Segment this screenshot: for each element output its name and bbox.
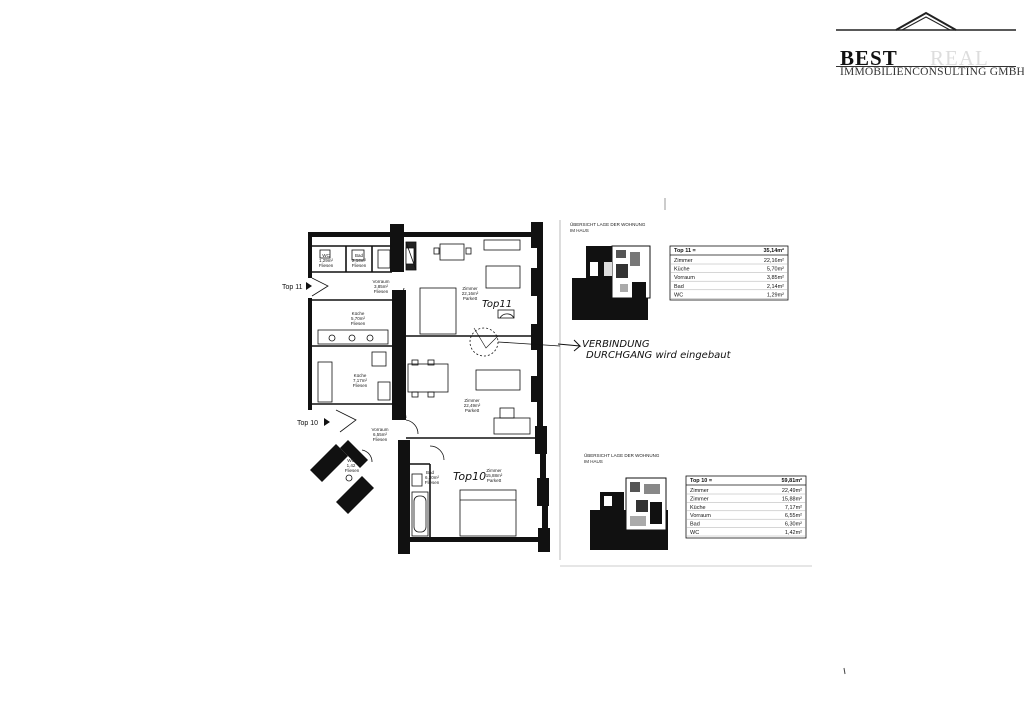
annotation-verbindung: VERBINDUNG [582,339,650,350]
room-area: 6,55m² [373,432,388,437]
room-area: 7,17m² [353,378,368,383]
room-name: Bad [355,253,364,258]
room-floor: Fliesen [351,321,366,326]
table-cell-value: 22,49m² [782,488,802,494]
company-logo: BEST REAL IMMOBILIENCONSULTING GMBH [836,10,1024,80]
room-area: 15,88m² [486,473,503,478]
table-cell-label: Zimmer [674,258,693,264]
room-name: Zimmer [486,468,502,473]
table-header-label: Top 10 = [690,478,712,484]
table-cell-label: Bad [674,284,684,290]
table-cell-label: Küche [690,505,706,511]
interior-partitions [312,245,535,537]
room-area: 6,30m² [425,475,440,480]
annotation-arrow-icon [557,339,582,347]
room-area: 22,49m² [464,403,481,408]
room-floor: Parkett [465,408,480,413]
table-header-value: 59,81m² [782,477,803,484]
room-floor: Fliesen [352,263,367,268]
table-header-label: Top 11 = [674,248,696,254]
furniture [317,239,561,537]
room-area: 2,14m² [352,258,367,263]
table-row: Vorraum 3,85m² [670,275,788,282]
room-floor: Fliesen [425,480,440,485]
unit-label-top10: Top 10 [297,420,318,427]
room-floor: Fliesen [319,263,334,268]
overview-top10: ÜBERSICHT LAGE DER WOHNUNG IM HAUS Top 1… [584,452,807,550]
entry-arrow-icon [306,282,312,290]
table-row: Küche 7,17m² [686,505,806,511]
building-key-plan-top10 [590,477,668,550]
handwritten-label-top11: Top11 [482,299,512,310]
building-key-plan-top11 [572,245,651,320]
table-cell-label: Zimmer [690,488,709,494]
overview-title: ÜBERSICHT LAGE DER WOHNUNG [570,221,646,227]
table-cell-value: 6,55m² [785,513,802,519]
table-cell-label: Zimmer [690,496,709,502]
unit-entry-markers [306,282,582,426]
room-name: Vorraum [371,427,388,432]
table-cell-value: 2,14m² [767,284,784,290]
table-row: Zimmer 22,16m² [670,258,788,265]
room-name: WC [322,253,330,258]
exterior-walls [308,222,550,554]
table-row: Bad 6,30m² [686,522,806,528]
room-area: 1,29m² [319,258,334,263]
stray-mark [843,667,846,675]
table-cell-value: 1,29m² [767,292,784,298]
handwritten-label-top10: Top10 [453,470,486,483]
table-cell-value: 7,17m² [785,505,802,511]
table-row: Küche 5,70m² [670,267,788,273]
room-floor: Parkett [487,478,502,483]
table-row: Vorraum 6,55m² [686,513,806,520]
room-floor: Fliesen [374,289,389,294]
entry-arrow-icon [324,418,330,426]
room-area: 22,16m² [462,291,479,296]
logo-subtitle: IMMOBILIENCONSULTING GMBH [840,66,1024,78]
table-cell-value: 1,42m² [785,530,802,536]
table-cell-value: 15,88m² [782,496,802,502]
house-roof-icon [836,11,1016,31]
table-cell-value: 3,85m² [767,275,784,281]
room-floor: Fliesen [345,468,360,473]
table-row: WC 1,29m² [670,292,788,299]
table-cell-label: Vorraum [690,513,711,519]
table-cell-label: Bad [690,522,700,528]
table-row: Zimmer 22,49m² [686,488,806,495]
room-floor: Fliesen [353,383,368,388]
room-floor: Fliesen [373,437,388,442]
room-name: Küche [352,311,365,316]
room-name: Bad [426,470,435,475]
table-cell-label: WC [674,292,683,298]
table-header-value: 35,14m² [764,247,785,254]
room-labels: WC 1,29m² Fliesen Bad 2,14m² Fliesen Vor… [319,253,503,485]
room-floor: Parkett [463,296,478,301]
room-name: WC [347,458,355,463]
room-area: 5,70m² [351,316,366,321]
logo-divider [836,66,1016,67]
door-swings [311,277,445,463]
unit-label-top11: Top 11 [282,284,303,291]
overview-subtitle: IM HAUS [570,228,589,233]
table-cell-label: Küche [674,267,690,273]
room-name: Küche [354,373,367,378]
table-row: Bad 2,14m² [670,284,788,290]
room-area: 3,85m² [374,284,389,289]
room-name: Zimmer [462,286,478,291]
table-row: Zimmer 15,88m² [686,496,806,503]
table-row: WC 1,42m² [686,530,806,537]
table-cell-label: Vorraum [674,275,695,281]
room-area: 1,42 [347,463,356,468]
overview-subtitle: IM HAUS [584,459,603,464]
table-cell-value: 5,70m² [767,267,784,273]
table-cell-value: 22,16m² [764,258,784,264]
room-name: Zimmer [464,398,480,403]
annotation-durchgang: DURCHGANG wird eingebaut [586,350,732,361]
overview-top11: ÜBERSICHT LAGE DER WOHNUNG IM HAUS Top 1… [570,221,789,320]
room-name: Vorraum [372,279,389,284]
table-cell-label: WC [690,530,699,536]
table-cell-value: 6,30m² [785,522,802,528]
overview-title: ÜBERSICHT LAGE DER WOHNUNG [584,452,660,458]
